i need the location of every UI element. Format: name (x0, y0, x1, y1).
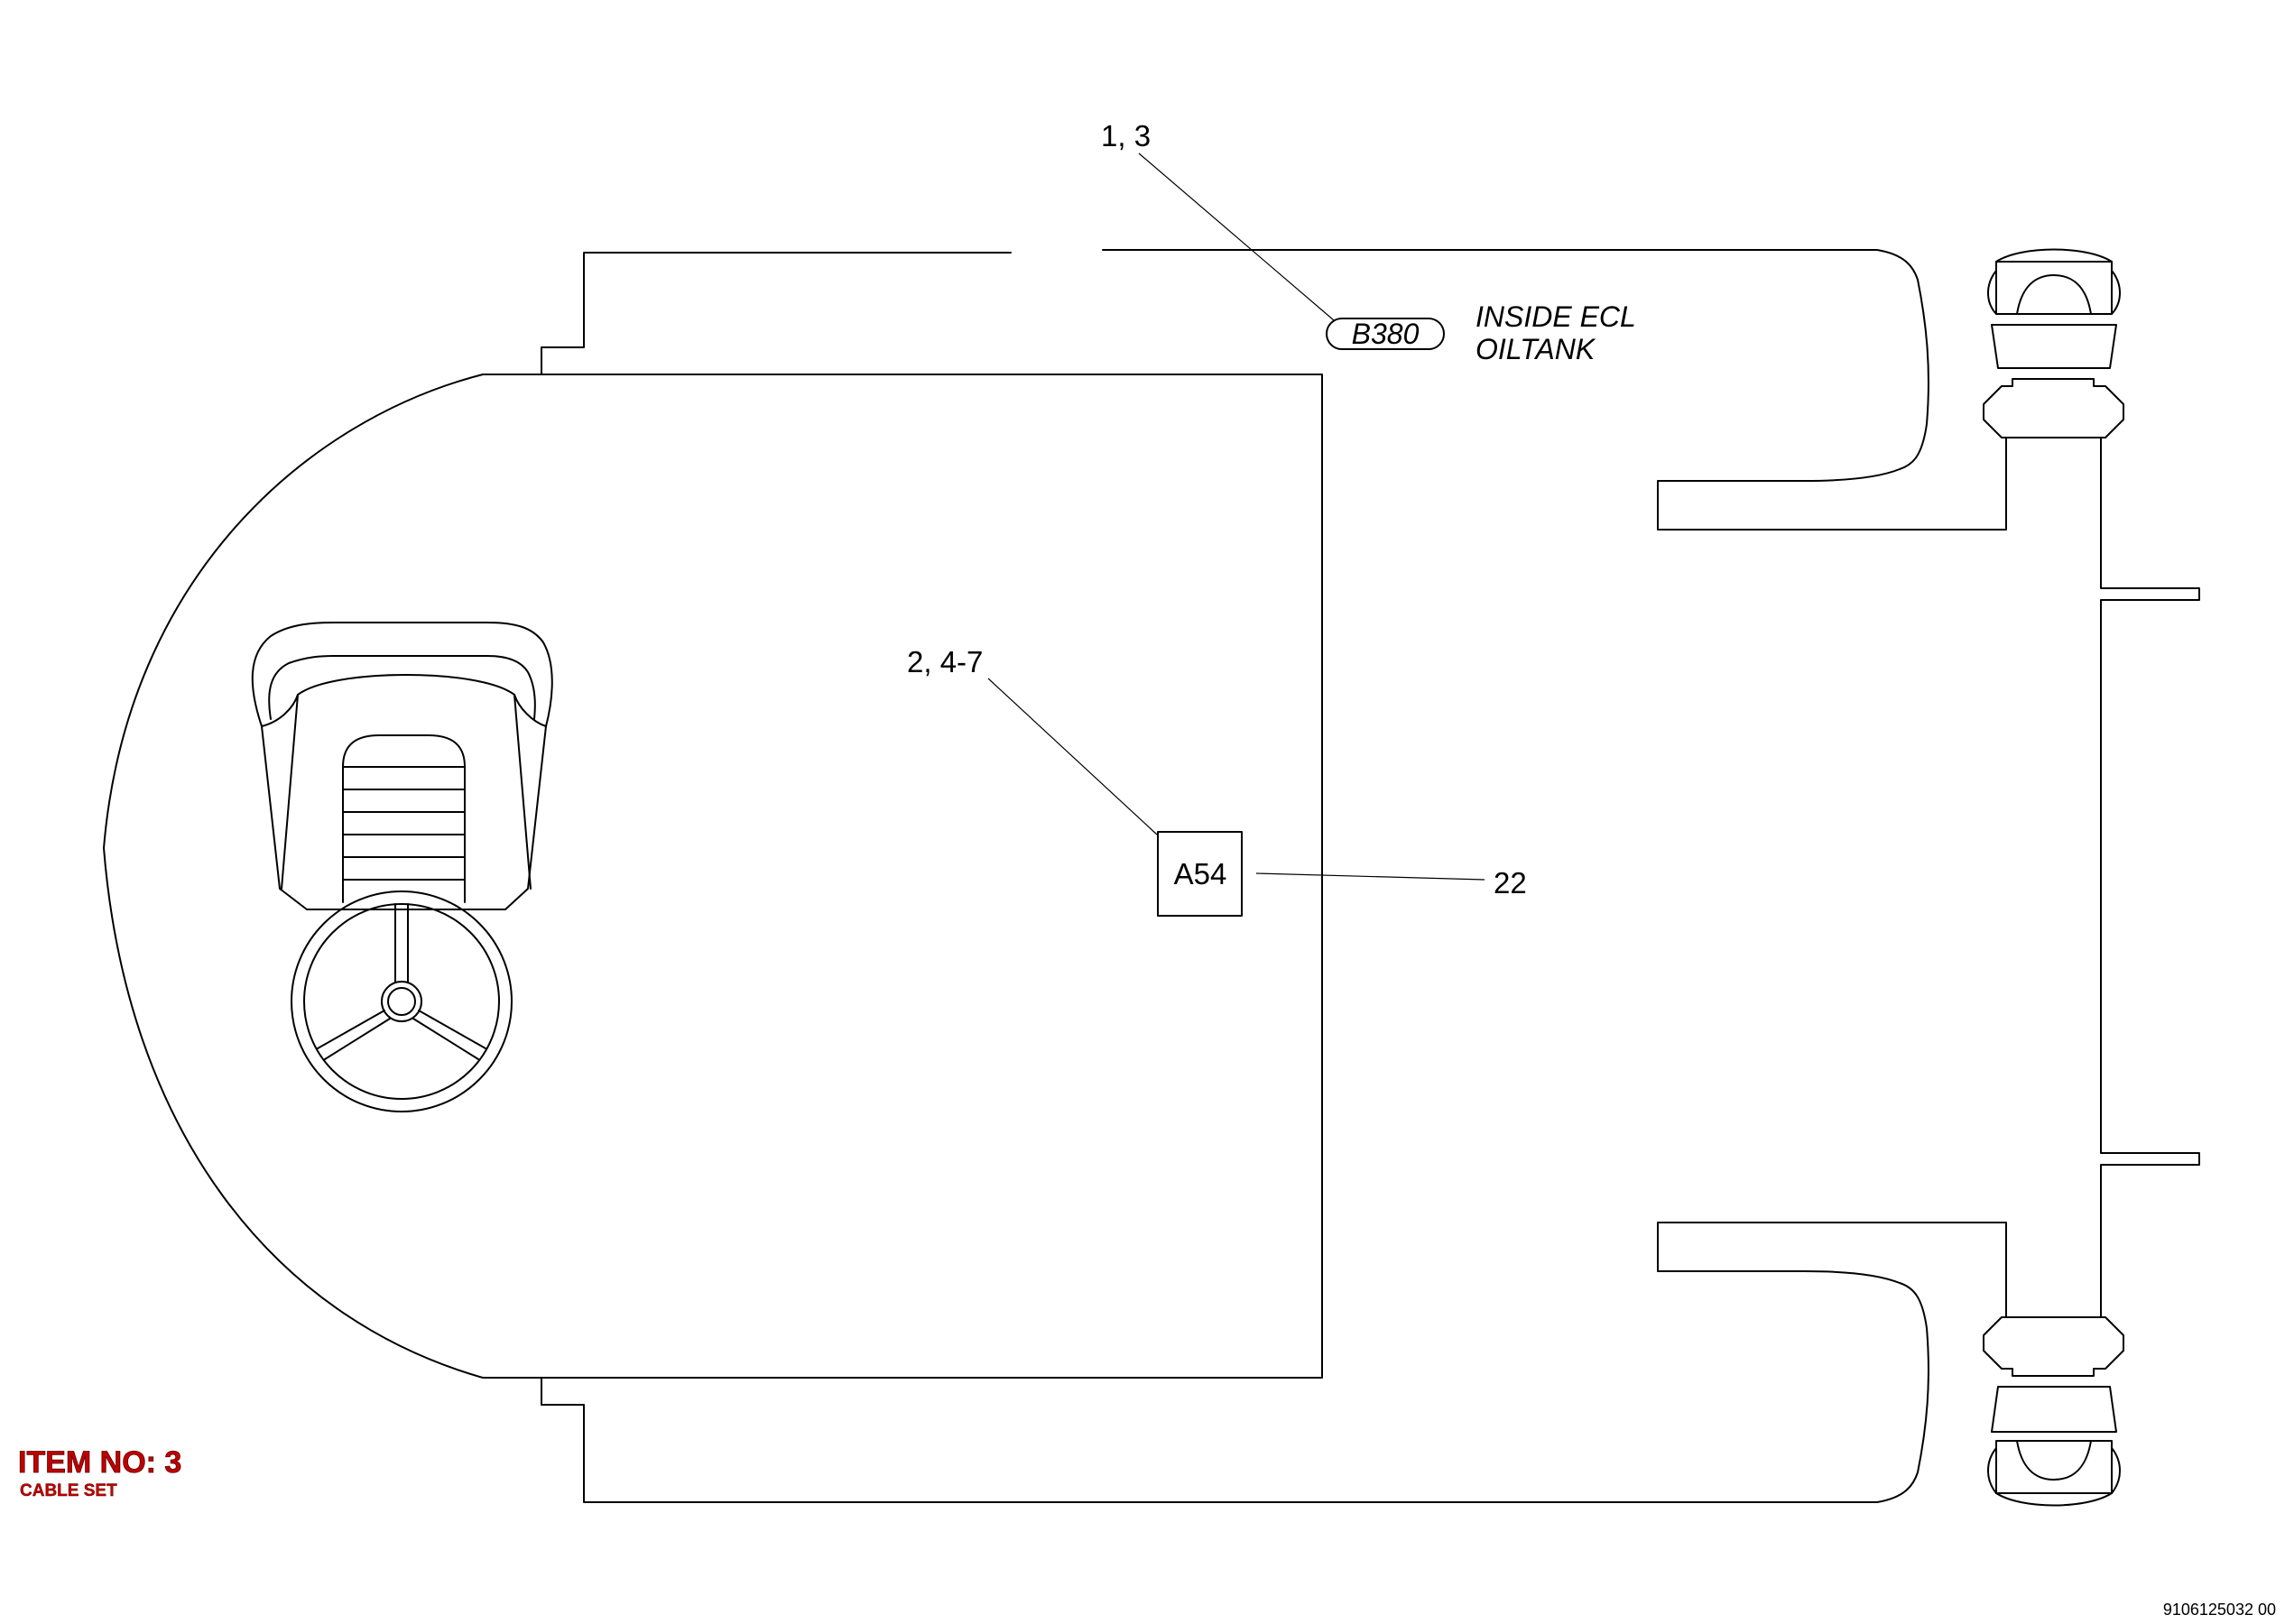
b380-leader-line (1138, 152, 1335, 321)
upper-wheel-icon (1983, 248, 2124, 438)
b380-component-marker (1326, 318, 1445, 350)
a54-callout: 2, 4-7 A54 22 (907, 645, 1527, 917)
item-block: ITEM NO: 3 CABLE SET (18, 1445, 182, 1501)
b380-callout: 1, 3 B380 INSIDE ECL OILTANK (1101, 119, 1636, 365)
b380-reference-numbers: 1, 3 (1101, 119, 1151, 152)
a54-component-marker (1157, 831, 1243, 917)
item-description: CABLE SET (20, 1481, 117, 1500)
a54-component-label: A54 (1174, 857, 1227, 890)
b380-component-label: B380 (1352, 318, 1420, 350)
item-number: ITEM NO: 3 (18, 1445, 181, 1480)
seat-outline (251, 622, 553, 910)
location-note-line1: INSIDE ECL (1476, 300, 1636, 333)
lower-wheel-icon (1983, 1316, 2124, 1507)
a54-side-reference-number: 22 (1494, 866, 1527, 900)
a54-reference-numbers: 2, 4-7 (907, 645, 983, 678)
axle-frame (2100, 437, 2200, 1318)
steering-wheel-icon (291, 890, 513, 1112)
a54-leader-line (987, 678, 1158, 835)
truck-body-outline (103, 249, 2007, 1503)
a54-side-leader-line (1255, 872, 1485, 881)
location-note-line2: OILTANK (1476, 333, 1596, 365)
document-number: 9106125032 00 (2163, 1601, 2276, 1619)
